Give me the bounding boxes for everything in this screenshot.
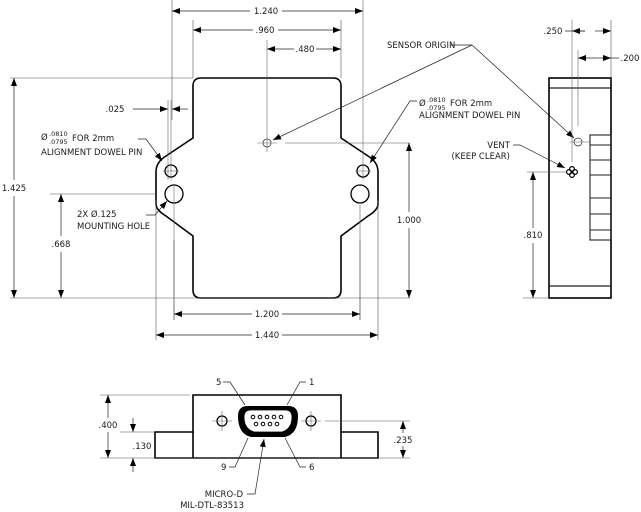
dim-sensor-offset: .480 bbox=[296, 45, 315, 55]
pin-9-label: 9 bbox=[221, 463, 226, 473]
dim-sensor-depth: .250 bbox=[544, 27, 563, 37]
vent-symbol bbox=[565, 166, 578, 179]
callout-vent: VENT (KEEP CLEAR) bbox=[451, 141, 566, 169]
dim-hole-height: .235 bbox=[394, 436, 413, 446]
dim-body-width: .960 bbox=[256, 26, 275, 36]
svg-text:VENT: VENT bbox=[487, 141, 511, 151]
dim-flange-offset: .025 bbox=[106, 105, 125, 115]
dim-front-overall-height: .400 bbox=[99, 421, 118, 431]
side-view: .250 .200 .810 VENT (KEEP CLEAR) bbox=[451, 20, 640, 299]
dim-flange-height: .130 bbox=[133, 442, 152, 452]
dim-sensor-height: 1.000 bbox=[397, 216, 421, 226]
pin-1-label: 1 bbox=[309, 378, 314, 388]
connector-type-label: MICRO-D bbox=[205, 490, 244, 500]
svg-text:ALIGNMENT DOWEL PIN: ALIGNMENT DOWEL PIN bbox=[419, 111, 520, 121]
top-view: 1.240 .960 .480 .025 1.425 .668 1.000 1.… bbox=[2, 0, 575, 341]
svg-text:.0810: .0810 bbox=[49, 130, 68, 138]
dim-vent-height: .810 bbox=[524, 231, 543, 241]
connector-spec-label: MIL-DTL-83513 bbox=[180, 501, 244, 511]
connector-ribs bbox=[589, 134, 612, 241]
dim-flange-width: 1.440 bbox=[255, 331, 279, 341]
svg-text:Ø: Ø bbox=[41, 132, 48, 143]
svg-text:Ø: Ø bbox=[419, 98, 426, 109]
dim-hole-spacing: 1.200 bbox=[255, 310, 279, 320]
svg-text:.0795: .0795 bbox=[49, 138, 68, 146]
front-view: .400 .130 .235 5 1 9 6 MICRO-D MIL-DTL-8… bbox=[99, 378, 413, 511]
dim-overall-width: 1.240 bbox=[254, 7, 278, 17]
micro-d-connector bbox=[238, 406, 298, 437]
mount-hole-right bbox=[350, 184, 370, 204]
svg-text:MOUNTING HOLE: MOUNTING HOLE bbox=[77, 222, 150, 232]
front-body bbox=[154, 394, 379, 459]
callout-sensor-origin: SENSOR ORIGIN bbox=[272, 41, 575, 141]
pin-5-label: 5 bbox=[216, 378, 221, 388]
dim-connector-depth: .200 bbox=[621, 54, 640, 64]
svg-text:ALIGNMENT DOWEL PIN: ALIGNMENT DOWEL PIN bbox=[41, 148, 142, 158]
svg-text:.0810: .0810 bbox=[427, 96, 446, 104]
pin-6-label: 6 bbox=[309, 463, 314, 473]
callout-dowel-left: Ø .0810 .0795 FOR 2mm ALIGNMENT DOWEL PI… bbox=[41, 130, 163, 162]
dim-mount-hole-height: .668 bbox=[52, 240, 71, 250]
svg-text:2X Ø.125: 2X Ø.125 bbox=[77, 209, 117, 220]
svg-text:FOR 2mm: FOR 2mm bbox=[72, 134, 114, 144]
callout-dowel-right: Ø .0810 .0795 FOR 2mm ALIGNMENT DOWEL PI… bbox=[369, 96, 520, 164]
svg-text:SENSOR ORIGIN: SENSOR ORIGIN bbox=[387, 41, 455, 51]
svg-text:(KEEP CLEAR): (KEEP CLEAR) bbox=[451, 152, 510, 162]
side-body bbox=[548, 77, 612, 299]
dim-height: 1.425 bbox=[2, 184, 26, 194]
callout-mount-hole: 2X Ø.125 MOUNTING HOLE bbox=[77, 200, 168, 232]
svg-text:FOR 2mm: FOR 2mm bbox=[450, 99, 492, 109]
svg-text:.0795: .0795 bbox=[427, 104, 446, 112]
